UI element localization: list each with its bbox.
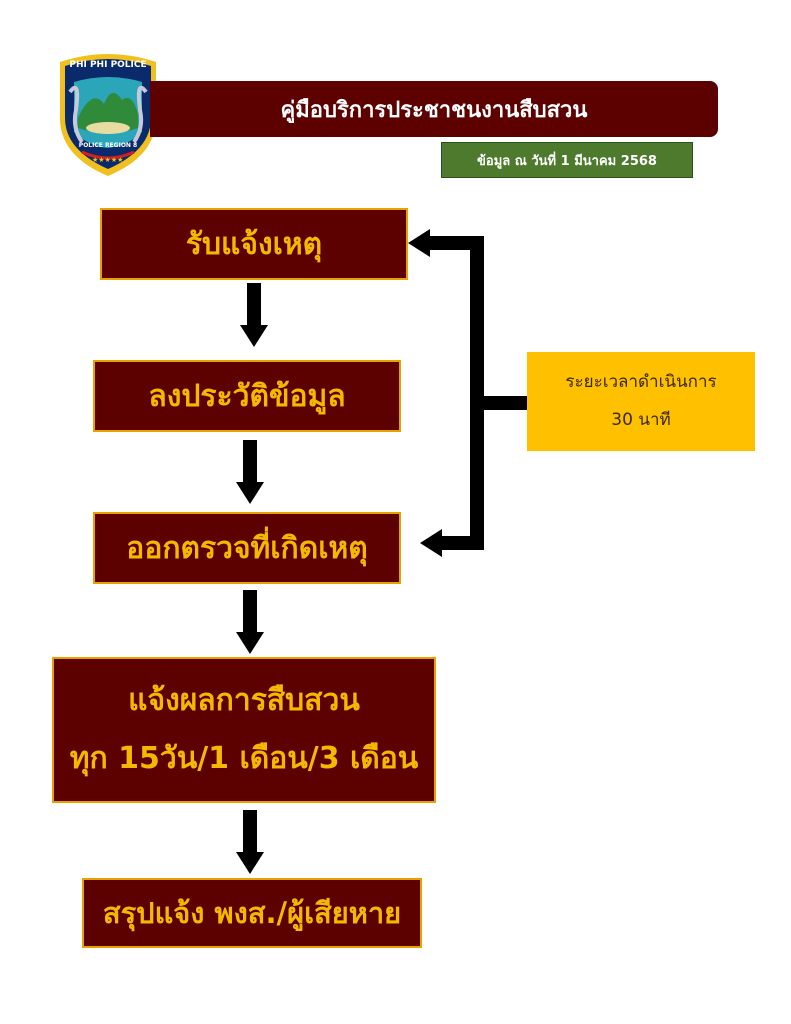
arrow-down-4-shaft — [243, 810, 257, 854]
timing-label: ระยะเวลาดำเนินการ — [565, 372, 717, 393]
arrow-down-2-head — [236, 482, 264, 504]
svg-text:★★★★★: ★★★★★ — [92, 156, 123, 164]
timing-box: ระยะเวลาดำเนินการ 30 นาที — [527, 352, 755, 451]
date-label: ข้อมูล ณ วันที่ 1 มีนาคม 2568 — [477, 153, 657, 169]
arrow-down-2-shaft — [243, 440, 257, 484]
step-2-label: ลงประวัติข้อมูล — [148, 378, 346, 414]
step-5-label: สรุปแจ้ง พงส./ผู้เสียหาย — [102, 896, 402, 930]
arrow-down-1-shaft — [247, 283, 261, 327]
step-record-data: ลงประวัติข้อมูล — [93, 360, 401, 432]
bracket-top-head — [408, 229, 430, 257]
title-bar: คู่มือบริการประชาชนงานสืบสวน — [150, 81, 718, 137]
badge-bottom-text: POLICE REGION 8 — [78, 142, 138, 149]
bracket-top — [428, 236, 484, 250]
step-4-sublabel: ทุก 15วัน/1 เดือน/3 เดือน — [69, 741, 419, 776]
arrow-down-3-head — [236, 632, 264, 654]
step-4-label: แจ้งผลการสืบสวน — [128, 683, 360, 718]
date-label-box: ข้อมูล ณ วันที่ 1 มีนาคม 2568 — [441, 142, 693, 178]
arrow-down-4-head — [236, 852, 264, 874]
step-report-results: แจ้งผลการสืบสวน ทุก 15วัน/1 เดือน/3 เดือ… — [52, 657, 436, 803]
arrow-down-3-shaft — [243, 590, 257, 634]
bracket-connector — [484, 396, 528, 410]
page-title: คู่มือบริการประชาชนงานสืบสวน — [280, 97, 588, 123]
police-badge-logo: ★★★★★ PHI PHI POLICE POLICE REGION 8 — [52, 48, 164, 180]
badge-top-text: PHI PHI POLICE — [69, 60, 147, 70]
arrow-down-1-head — [240, 325, 268, 347]
bracket-bottom — [440, 536, 484, 550]
step-receive-report: รับแจ้งเหตุ — [100, 208, 408, 280]
step-inspect-scene: ออกตรวจที่เกิดเหตุ — [93, 512, 401, 584]
bracket-bottom-head — [420, 529, 442, 557]
step-summary: สรุปแจ้ง พงส./ผู้เสียหาย — [82, 878, 422, 948]
bracket-vertical — [470, 236, 484, 550]
timing-value: 30 นาที — [611, 409, 671, 430]
step-1-label: รับแจ้งเหตุ — [185, 226, 323, 262]
step-3-label: ออกตรวจที่เกิดเหตุ — [126, 530, 368, 566]
